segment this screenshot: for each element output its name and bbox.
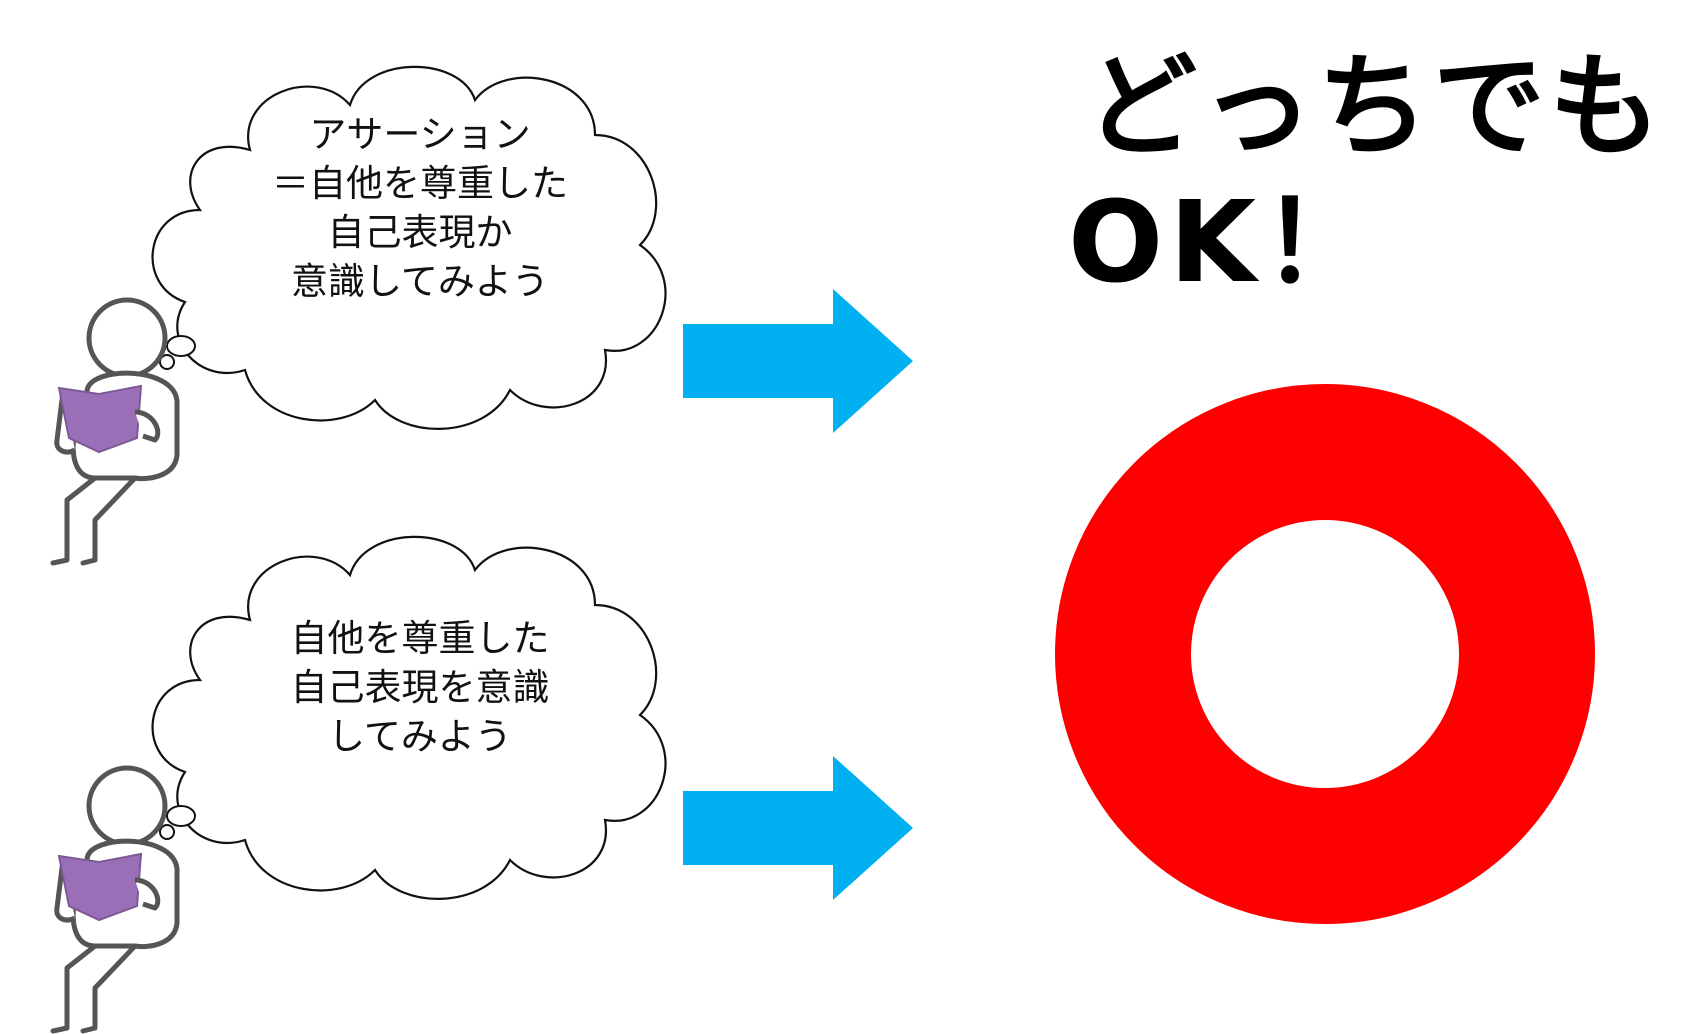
- thought-line: 自己表現を意識: [290, 666, 550, 709]
- thought-line: ＝自他を尊重した: [272, 162, 568, 205]
- thought-line: 自他を尊重した: [290, 617, 550, 660]
- right-arrow-icon: [683, 756, 913, 900]
- thought-line: 自己表現か: [327, 211, 513, 254]
- thought-line: してみよう: [328, 715, 512, 758]
- headline-line-2: OK！: [1068, 178, 1380, 308]
- right-arrow-icon: [683, 289, 913, 433]
- headline-line-1: どっちでも: [1085, 42, 1665, 172]
- thought-line: 意識してみよう: [291, 260, 549, 303]
- maru-circle-icon: [1055, 384, 1595, 924]
- person-reading-icon: [53, 768, 177, 1031]
- thought-line: アサーション: [309, 113, 531, 156]
- thought-text-2: 自他を尊重した 自己表現を意識 してみよう: [255, 614, 585, 761]
- person-reading-icon: [53, 300, 177, 563]
- thought-text-1: アサーション ＝自他を尊重した 自己表現か 意識してみよう: [260, 110, 580, 306]
